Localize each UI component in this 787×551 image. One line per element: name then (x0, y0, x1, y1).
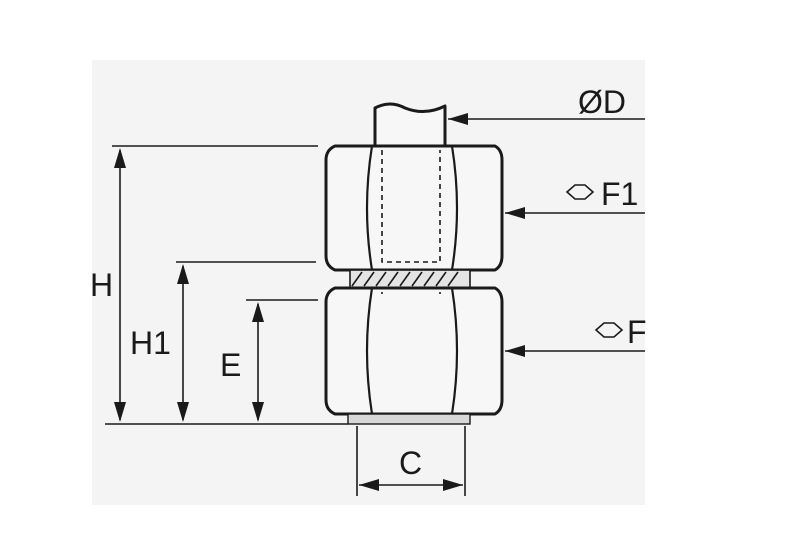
d-label: ØD (578, 84, 626, 120)
f1-label: F1 (601, 176, 638, 212)
c-label: C (399, 445, 422, 481)
f-dimension: F (505, 314, 647, 357)
upper-hex-nut (324, 144, 504, 272)
f1-dimension: F1 (505, 176, 645, 219)
base-washer (347, 413, 471, 425)
f-label: F (627, 314, 647, 350)
h-label: H (90, 267, 113, 303)
h1-dimension: H1 (130, 261, 316, 422)
hexagon-icon (594, 322, 624, 338)
e-label: E (220, 347, 241, 383)
c-dimension: C (356, 426, 466, 496)
lower-hex-nut (324, 286, 504, 416)
d-dimension: ØD (448, 84, 645, 125)
thread-band (349, 269, 471, 289)
pipe-stub (373, 102, 447, 148)
h1-label: H1 (130, 325, 171, 361)
hexagon-icon (565, 184, 595, 200)
h-dimension: H (90, 145, 348, 425)
e-dimension: E (220, 299, 318, 422)
